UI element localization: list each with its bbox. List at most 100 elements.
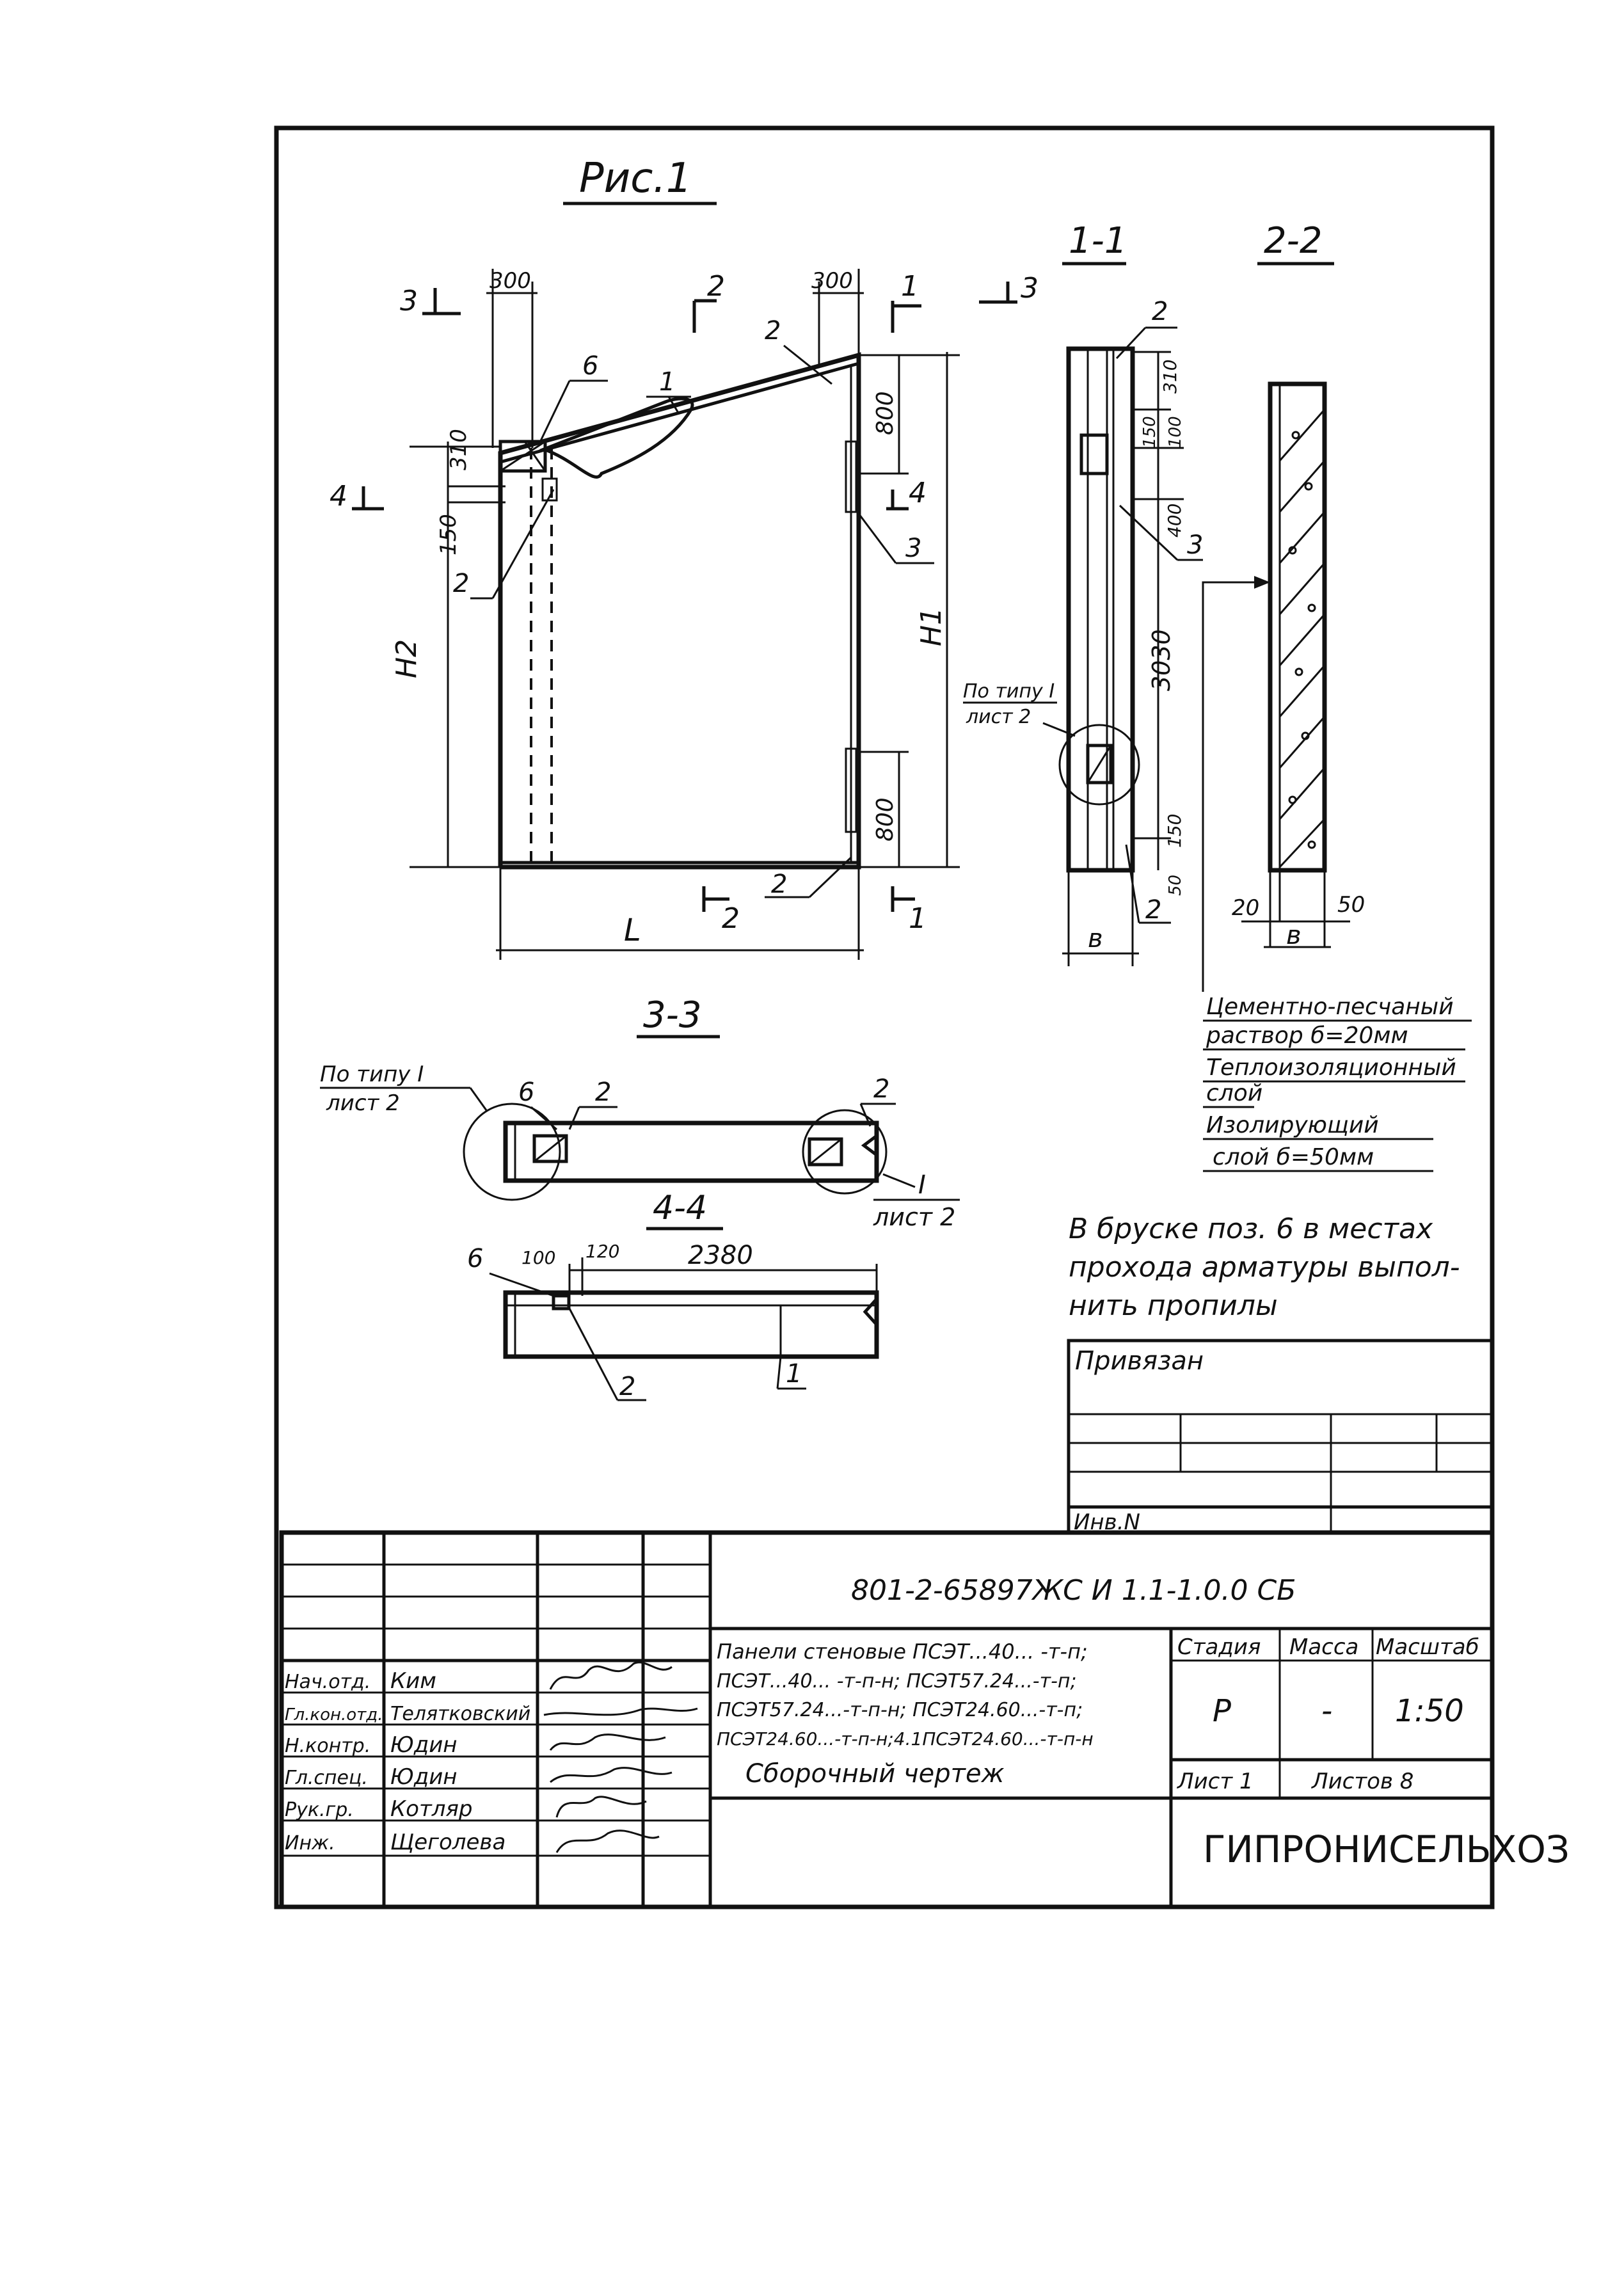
legend-line-6: слой б=50мм: [1213, 1144, 1374, 1170]
section-1-1-dim-400: 400: [1164, 504, 1185, 538]
stage-label: Стадия: [1177, 1634, 1261, 1660]
section-1-1-dim-b: в: [1088, 924, 1103, 953]
section-1-1-callout-circle: [1058, 724, 1140, 806]
cut-mark-4-left: 4: [330, 480, 384, 513]
description-line-1: Панели стеновые ПСЭТ...40... -т-п;: [717, 1639, 1088, 1664]
bar-pos6-diag1: [500, 440, 546, 472]
section-1-1-dim-50: 50: [1166, 875, 1185, 896]
dim-150-left: 150: [436, 514, 461, 555]
section-1-1-callout-l2: лист 2: [966, 706, 1031, 728]
svg-text:2: 2: [771, 870, 787, 899]
section-3-3-pos-6: 6: [518, 1078, 534, 1107]
section-4-4-dim-100: 100: [521, 1247, 555, 1268]
section-2-2: 2-2: [1202, 220, 1365, 992]
legend-line-3: Теплоизоляционный: [1206, 1055, 1456, 1081]
signature-role-4: Гл.спец.: [285, 1767, 368, 1789]
pos-2-left-leader: 2: [453, 489, 555, 600]
label-h1: H1: [915, 607, 948, 646]
material-legend: Цементно-песчаный раствор б=20мм Теплоиз…: [1203, 994, 1472, 1172]
section-1-1-dim-3030: 3030: [1147, 629, 1175, 691]
section-1-1-dim-310: 310: [1159, 360, 1181, 394]
cut-mark-1-top: 1: [891, 270, 921, 333]
legend-line-4: слой: [1206, 1080, 1262, 1106]
embed-part-left: [541, 477, 558, 502]
note-line-3: нить пропилы: [1069, 1289, 1278, 1322]
section-1-1: 1-1 По типу I лист 2 310 150 100 400 303…: [963, 220, 1203, 966]
signature-role-6: Инж.: [285, 1832, 335, 1854]
dim-300-right: 300: [811, 268, 853, 294]
pos-3-leader: 3: [856, 511, 934, 564]
section-4-4: 4-4 100 120 2380 6 2 1: [467, 1189, 879, 1401]
section-1-1-dim-100: 100: [1166, 416, 1185, 448]
section-1-1-title: 1-1: [1069, 220, 1127, 262]
note-line-1: В бруске поз. 6 в местах: [1069, 1213, 1433, 1245]
svg-text:2: 2: [765, 316, 781, 346]
section-4-4-title: 4-4: [653, 1189, 707, 1227]
cut-mark-3-right: 3: [979, 272, 1039, 305]
section-3-3-callout-l2: лист 2: [326, 1090, 400, 1116]
section-2-2-dim-50: 50: [1337, 892, 1365, 918]
svg-text:3: 3: [905, 534, 921, 563]
svg-text:4: 4: [909, 477, 927, 509]
section-3-3-pos-2a: 2: [595, 1078, 611, 1107]
section-4-4-dim-120: 120: [585, 1241, 619, 1262]
organization: ГИПРОНИСЕЛЬХОЗ: [1203, 1828, 1570, 1871]
section-1-1-pos-2-top: 2: [1152, 297, 1168, 326]
pos-2-top-leader: 2: [765, 316, 832, 385]
section-1-1-dim-150b: 150: [1164, 814, 1185, 848]
note-line-2: прохода арматуры выпол-: [1069, 1251, 1460, 1284]
svg-text:2: 2: [453, 569, 469, 598]
binding-title: Привязан: [1075, 1346, 1204, 1376]
binding-table: Привязан Инв.N: [1067, 1339, 1494, 1535]
svg-text:3: 3: [400, 285, 418, 317]
legend-line-1: Цементно-песчаный: [1206, 994, 1454, 1020]
svg-text:6: 6: [582, 351, 598, 381]
description-line-2: ПСЭТ...40... -т-п-н; ПСЭТ57.24...-т-п;: [717, 1670, 1077, 1693]
signature-role-5: Рук.гр.: [285, 1799, 354, 1821]
section-2-2-title: 2-2: [1264, 220, 1322, 262]
section-4-4-outline: [503, 1290, 879, 1359]
section-4-4-pos-2: 2: [619, 1372, 635, 1401]
scale-label: Масштаб: [1376, 1634, 1479, 1660]
section-1-1-outline: [1066, 346, 1135, 873]
svg-text:1: 1: [909, 902, 927, 935]
description-line-4: ПСЭТ24.60...-т-п-н;4.1ПСЭТ24.60...-т-п-н: [717, 1728, 1094, 1749]
dim-310-left: 310: [446, 429, 472, 470]
doc-code: 801-2-65897ЖС И 1.1-1.0.0 СБ: [851, 1574, 1296, 1607]
signature-role-3: Н.контр.: [285, 1735, 370, 1757]
dim-800-top: 800: [872, 391, 898, 435]
section-3-3-callout-l1: По типу I: [320, 1062, 424, 1087]
stage-value: Р: [1213, 1693, 1231, 1729]
mass-value: -: [1321, 1693, 1332, 1729]
embed-part-top-right: [845, 440, 857, 513]
description-line-3: ПСЭТ57.24...-т-п-н; ПСЭТ24.60...-т-п;: [717, 1699, 1083, 1721]
scale-value: 1:50: [1395, 1693, 1464, 1729]
label-h2: H2: [390, 639, 423, 678]
section-2-2-dim-20: 20: [1232, 895, 1259, 921]
section-3-3-title: 3-3: [643, 994, 701, 1036]
pos-1-leader: 1: [646, 367, 691, 413]
cut-mark-2-top: 2: [692, 270, 725, 333]
signature-scribbles: [543, 1661, 698, 1853]
assembly-note: В бруске поз. 6 в местах прохода арматур…: [1069, 1213, 1460, 1322]
cut-mark-2-bottom: 2: [702, 886, 740, 935]
section-1-1-pos-3: 3: [1187, 530, 1203, 560]
section-1-1-callout-l1: По типу I: [963, 680, 1055, 703]
drawing-type: Сборочный чертеж: [745, 1759, 1005, 1789]
legend-line-5: Изолирующий: [1206, 1112, 1379, 1138]
section-2-2-dim-b: в: [1286, 921, 1302, 950]
signature-name-6: Щеголева: [390, 1829, 506, 1855]
figure-title: Рис.1: [579, 155, 692, 202]
cut-mark-3-top: 3: [400, 285, 461, 317]
section-2-2-outline: [1268, 381, 1327, 873]
section-3-3-outline: [503, 1120, 879, 1183]
signature-name-4: Юдин: [390, 1764, 458, 1790]
section-4-4-dim-2380: 2380: [688, 1241, 753, 1270]
sheet-label: Лист 1: [1176, 1769, 1254, 1794]
mass-label: Масса: [1289, 1634, 1358, 1660]
sheets-label: Листов 8: [1310, 1769, 1413, 1794]
label-l: L: [624, 912, 641, 948]
panel-elevation: 310 150 H2 300 300 800 800 H1 L 3: [330, 268, 1039, 960]
section-3-3-callout-left: [463, 1103, 561, 1201]
